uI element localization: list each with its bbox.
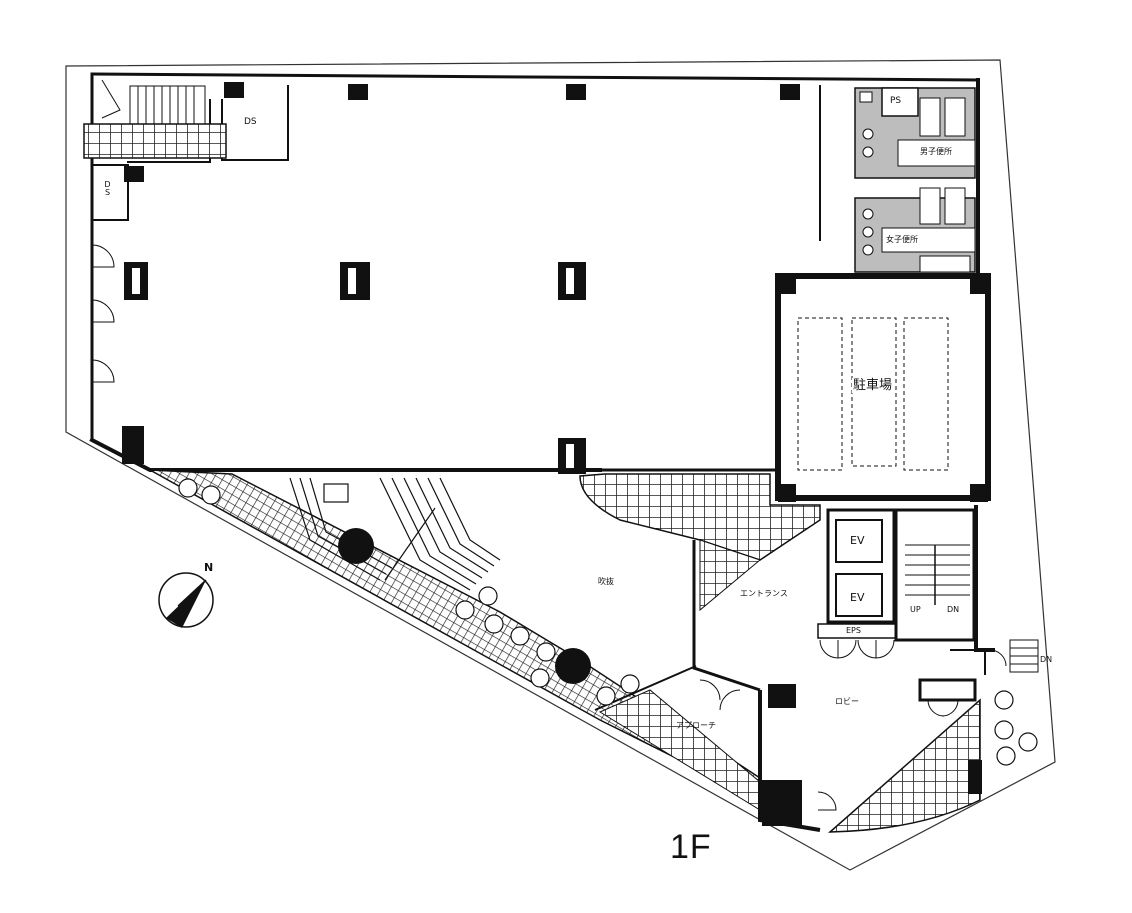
label-ev-upper: EV	[850, 534, 865, 547]
compass-north-label: N	[204, 561, 214, 574]
label-womens-restroom: 女子便所	[886, 235, 918, 244]
label-dn: DN	[947, 605, 960, 614]
label-ps: PS	[890, 96, 902, 106]
label-dn-outside: DN	[1040, 655, 1053, 664]
core	[817, 505, 995, 652]
tree-1	[338, 528, 374, 564]
label-ev-lower: EV	[850, 591, 865, 604]
tree-2	[555, 648, 591, 684]
label-atrium: 吹抜	[598, 577, 614, 586]
label-approach: アプローチ	[676, 721, 716, 730]
outside-stair	[989, 639, 1039, 673]
label-ds-left: DS	[103, 180, 112, 196]
restroom-block	[854, 87, 976, 273]
left-doors	[91, 244, 115, 383]
compass-icon	[158, 572, 214, 628]
floor-label: 1F	[670, 828, 712, 866]
stair-top-left	[101, 79, 206, 127]
label-lobby: ロビー	[835, 697, 859, 706]
paving-upper	[579, 473, 821, 561]
parking-room	[775, 273, 991, 502]
paving-entrance-strip	[699, 539, 762, 612]
label-up: UP	[910, 605, 921, 614]
label-ds-top: DS	[244, 117, 257, 127]
stair-landing-hatch	[83, 123, 227, 159]
site-boundary	[65, 59, 1056, 871]
atrium-terraces	[289, 477, 501, 591]
lobby-walls	[594, 540, 986, 832]
shrubs	[178, 478, 1038, 766]
label-mens-restroom: 男子便所	[920, 147, 952, 156]
approach-hatch	[598, 689, 761, 811]
label-entrance: エントランス	[740, 589, 788, 598]
lobby-doors	[699, 679, 959, 811]
label-parking: 駐車場	[852, 378, 894, 393]
lobby-columns	[762, 684, 982, 826]
paving-lobby	[827, 698, 981, 833]
label-eps: EPS	[846, 626, 861, 635]
